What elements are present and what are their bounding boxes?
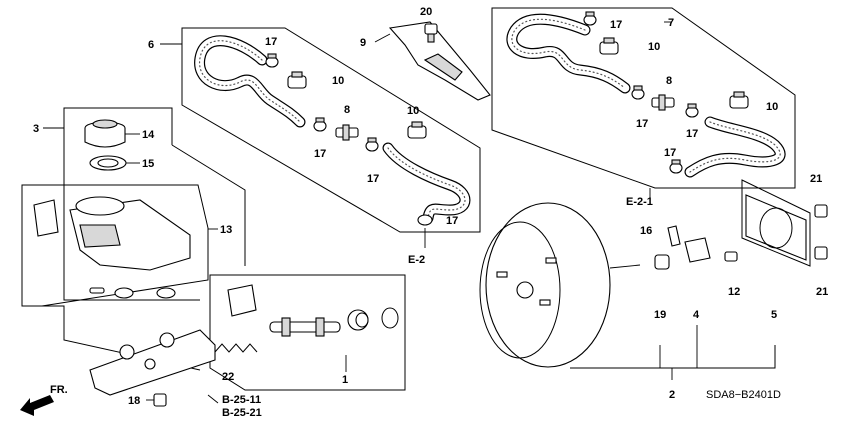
reservoir-grommet-b-icon [156, 287, 176, 299]
leader-lines [43, 21, 672, 404]
check-valve-8-b-icon [651, 94, 675, 111]
hose-group-6-outline [181, 27, 481, 233]
clamp-17-g-icon [685, 103, 699, 118]
booster-group-2-bracket [570, 345, 776, 369]
callout-17-g: 17 [686, 128, 698, 140]
yoke-4-icon [684, 237, 711, 263]
callout-21-b: 21 [816, 286, 828, 298]
callout-10-b: 10 [407, 105, 419, 117]
callout-15: 15 [142, 158, 154, 170]
ref-b-25-21: B-25-21 [222, 407, 262, 419]
callout-1: 1 [342, 374, 348, 386]
hose-group-7-outline [491, 7, 796, 189]
clamp-17-h-icon [669, 159, 683, 174]
collar-19-icon [654, 254, 670, 270]
callout-6: 6 [148, 39, 154, 51]
reservoir-cap-14-icon [84, 119, 126, 148]
callout-8-b: 8 [666, 75, 672, 87]
piston-assembly-icon [269, 317, 341, 337]
reservoir-grommet-a-icon [114, 287, 134, 299]
ref-e-2: E-2 [408, 254, 425, 266]
callout-5: 5 [771, 309, 777, 321]
nut-18-icon [153, 393, 167, 407]
clamp-17-f-icon [631, 85, 645, 100]
callout-20: 20 [420, 6, 432, 18]
callout-17-e: 17 [610, 19, 622, 31]
nut-21-b-icon [814, 246, 828, 260]
callout-8-a: 8 [344, 104, 350, 116]
diagram-code: SDA8−B2401D [706, 389, 781, 401]
hose-clip-10-b-icon [407, 121, 427, 139]
pin-12-icon [724, 251, 738, 262]
gasket-group-5-outline [741, 179, 811, 267]
bolt-20-icon [424, 23, 438, 43]
ref-b-25-11: B-25-11 [222, 394, 261, 406]
cup-seal-icon [347, 309, 369, 331]
callout-10-c: 10 [648, 41, 660, 53]
hose-middle [382, 142, 471, 224]
callout-17-a: 17 [265, 36, 277, 48]
callout-3: 3 [33, 123, 39, 135]
clamp-17-b-icon [313, 117, 327, 132]
callout-12: 12 [728, 286, 740, 298]
hose-upper-left [194, 35, 306, 128]
callout-17-b: 17 [314, 148, 326, 160]
check-valve-8-a-icon [335, 124, 359, 141]
reservoir-seal-icon [33, 199, 59, 237]
callout-10-a: 10 [332, 75, 344, 87]
hose-lower-right [684, 116, 786, 178]
bracket-9-icon [388, 21, 491, 101]
clamp-17-e-icon [583, 11, 597, 26]
spring-22-icon [214, 343, 258, 353]
callout-13: 13 [220, 224, 232, 236]
callout-2: 2 [669, 389, 675, 401]
gasket-plate-5-icon [745, 194, 807, 261]
front-direction-arrow-icon [20, 395, 54, 416]
clamp-17-a-icon [265, 53, 279, 68]
clip-16-icon [667, 225, 681, 247]
clamp-17-c-icon [365, 137, 379, 152]
master-cylinder-body-icon [89, 329, 216, 396]
reservoir-pin-icon [89, 287, 105, 294]
hose-clip-10-a-icon [287, 71, 307, 89]
callout-17-d: 17 [446, 215, 458, 227]
front-label: FR. [50, 384, 68, 396]
callout-7: 7 [668, 17, 674, 29]
callout-4: 4 [693, 309, 700, 321]
hose-upper-right [506, 13, 631, 94]
callout-18: 18 [128, 395, 140, 407]
callout-16: 16 [640, 225, 652, 237]
ref-e-2-1: E-2-1 [626, 196, 653, 208]
seal-kit-boot-icon [227, 284, 257, 317]
callout-17-f: 17 [636, 118, 648, 130]
callout-9: 9 [360, 37, 366, 49]
clamp-17-d-icon [417, 214, 433, 226]
callout-19: 19 [654, 309, 666, 321]
reservoir-tank-icon [69, 196, 191, 271]
callout-14: 14 [142, 129, 155, 141]
callout-10-d: 10 [766, 101, 778, 113]
reservoir-group-3-outline [63, 107, 200, 301]
callout-21-a: 21 [810, 173, 822, 185]
callout-22: 22 [222, 371, 234, 383]
reservoir-group-3-lower [171, 144, 246, 266]
nut-21-a-icon [814, 204, 828, 218]
hose-clip-10-d-icon [729, 91, 749, 109]
callout-17-c: 17 [367, 173, 379, 185]
hose-clip-10-c-icon [599, 37, 619, 55]
brake-booster-icon [479, 202, 641, 368]
snap-ring-icon [381, 307, 399, 329]
strainer-15-icon [89, 155, 127, 171]
callout-17-h: 17 [664, 147, 676, 159]
